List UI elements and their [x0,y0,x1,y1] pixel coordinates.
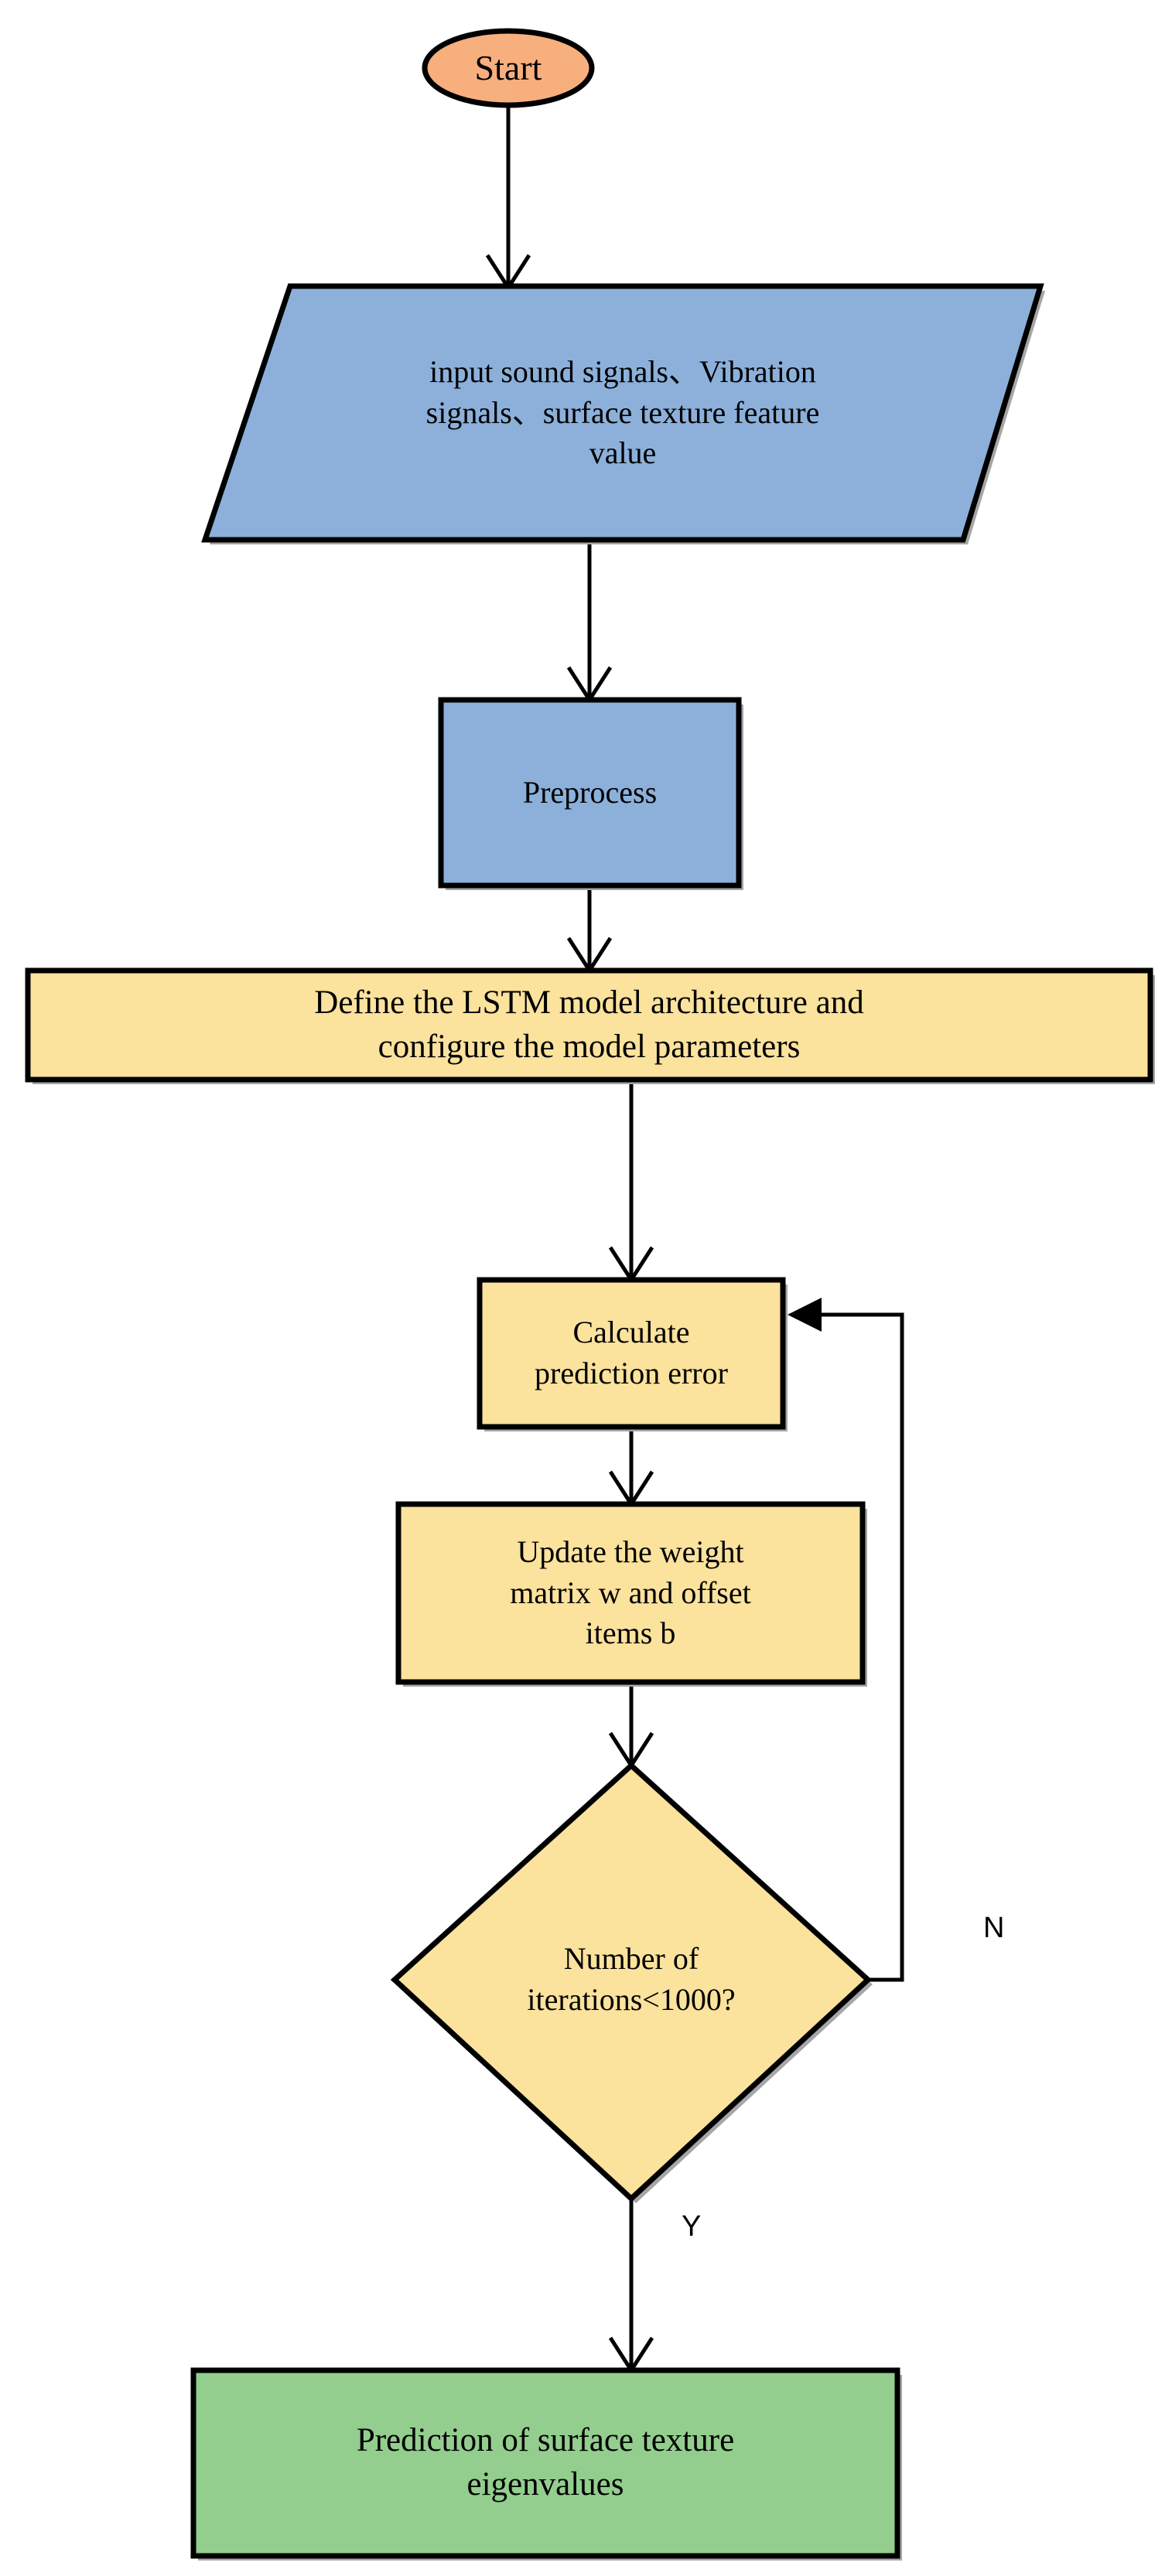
branch-label-yes: Y [682,2210,702,2243]
edge-decision-yes [608,2199,654,2374]
node-calculate-error[interactable] [477,1277,788,1431]
edge-update-to-decision [608,1684,654,1769]
edge-calculate-to-update [608,1428,654,1508]
node-iteration-check[interactable] [390,1762,873,2203]
edge-preprocess-to-define [566,887,613,974]
node-update-weights[interactable] [395,1501,867,1687]
node-input-signals[interactable] [201,283,1045,544]
node-prediction-output[interactable] [190,2367,902,2561]
node-preprocess[interactable] [438,697,743,890]
edge-start-to-input [485,105,531,292]
edge-decision-no-loop [788,1298,904,1982]
edge-input-to-preprocess [566,541,613,704]
branch-label-no: N [983,1912,1005,1944]
node-define-lstm[interactable] [25,967,1155,1084]
node-start[interactable] [422,28,595,108]
edge-define-to-calculate [608,1084,654,1284]
